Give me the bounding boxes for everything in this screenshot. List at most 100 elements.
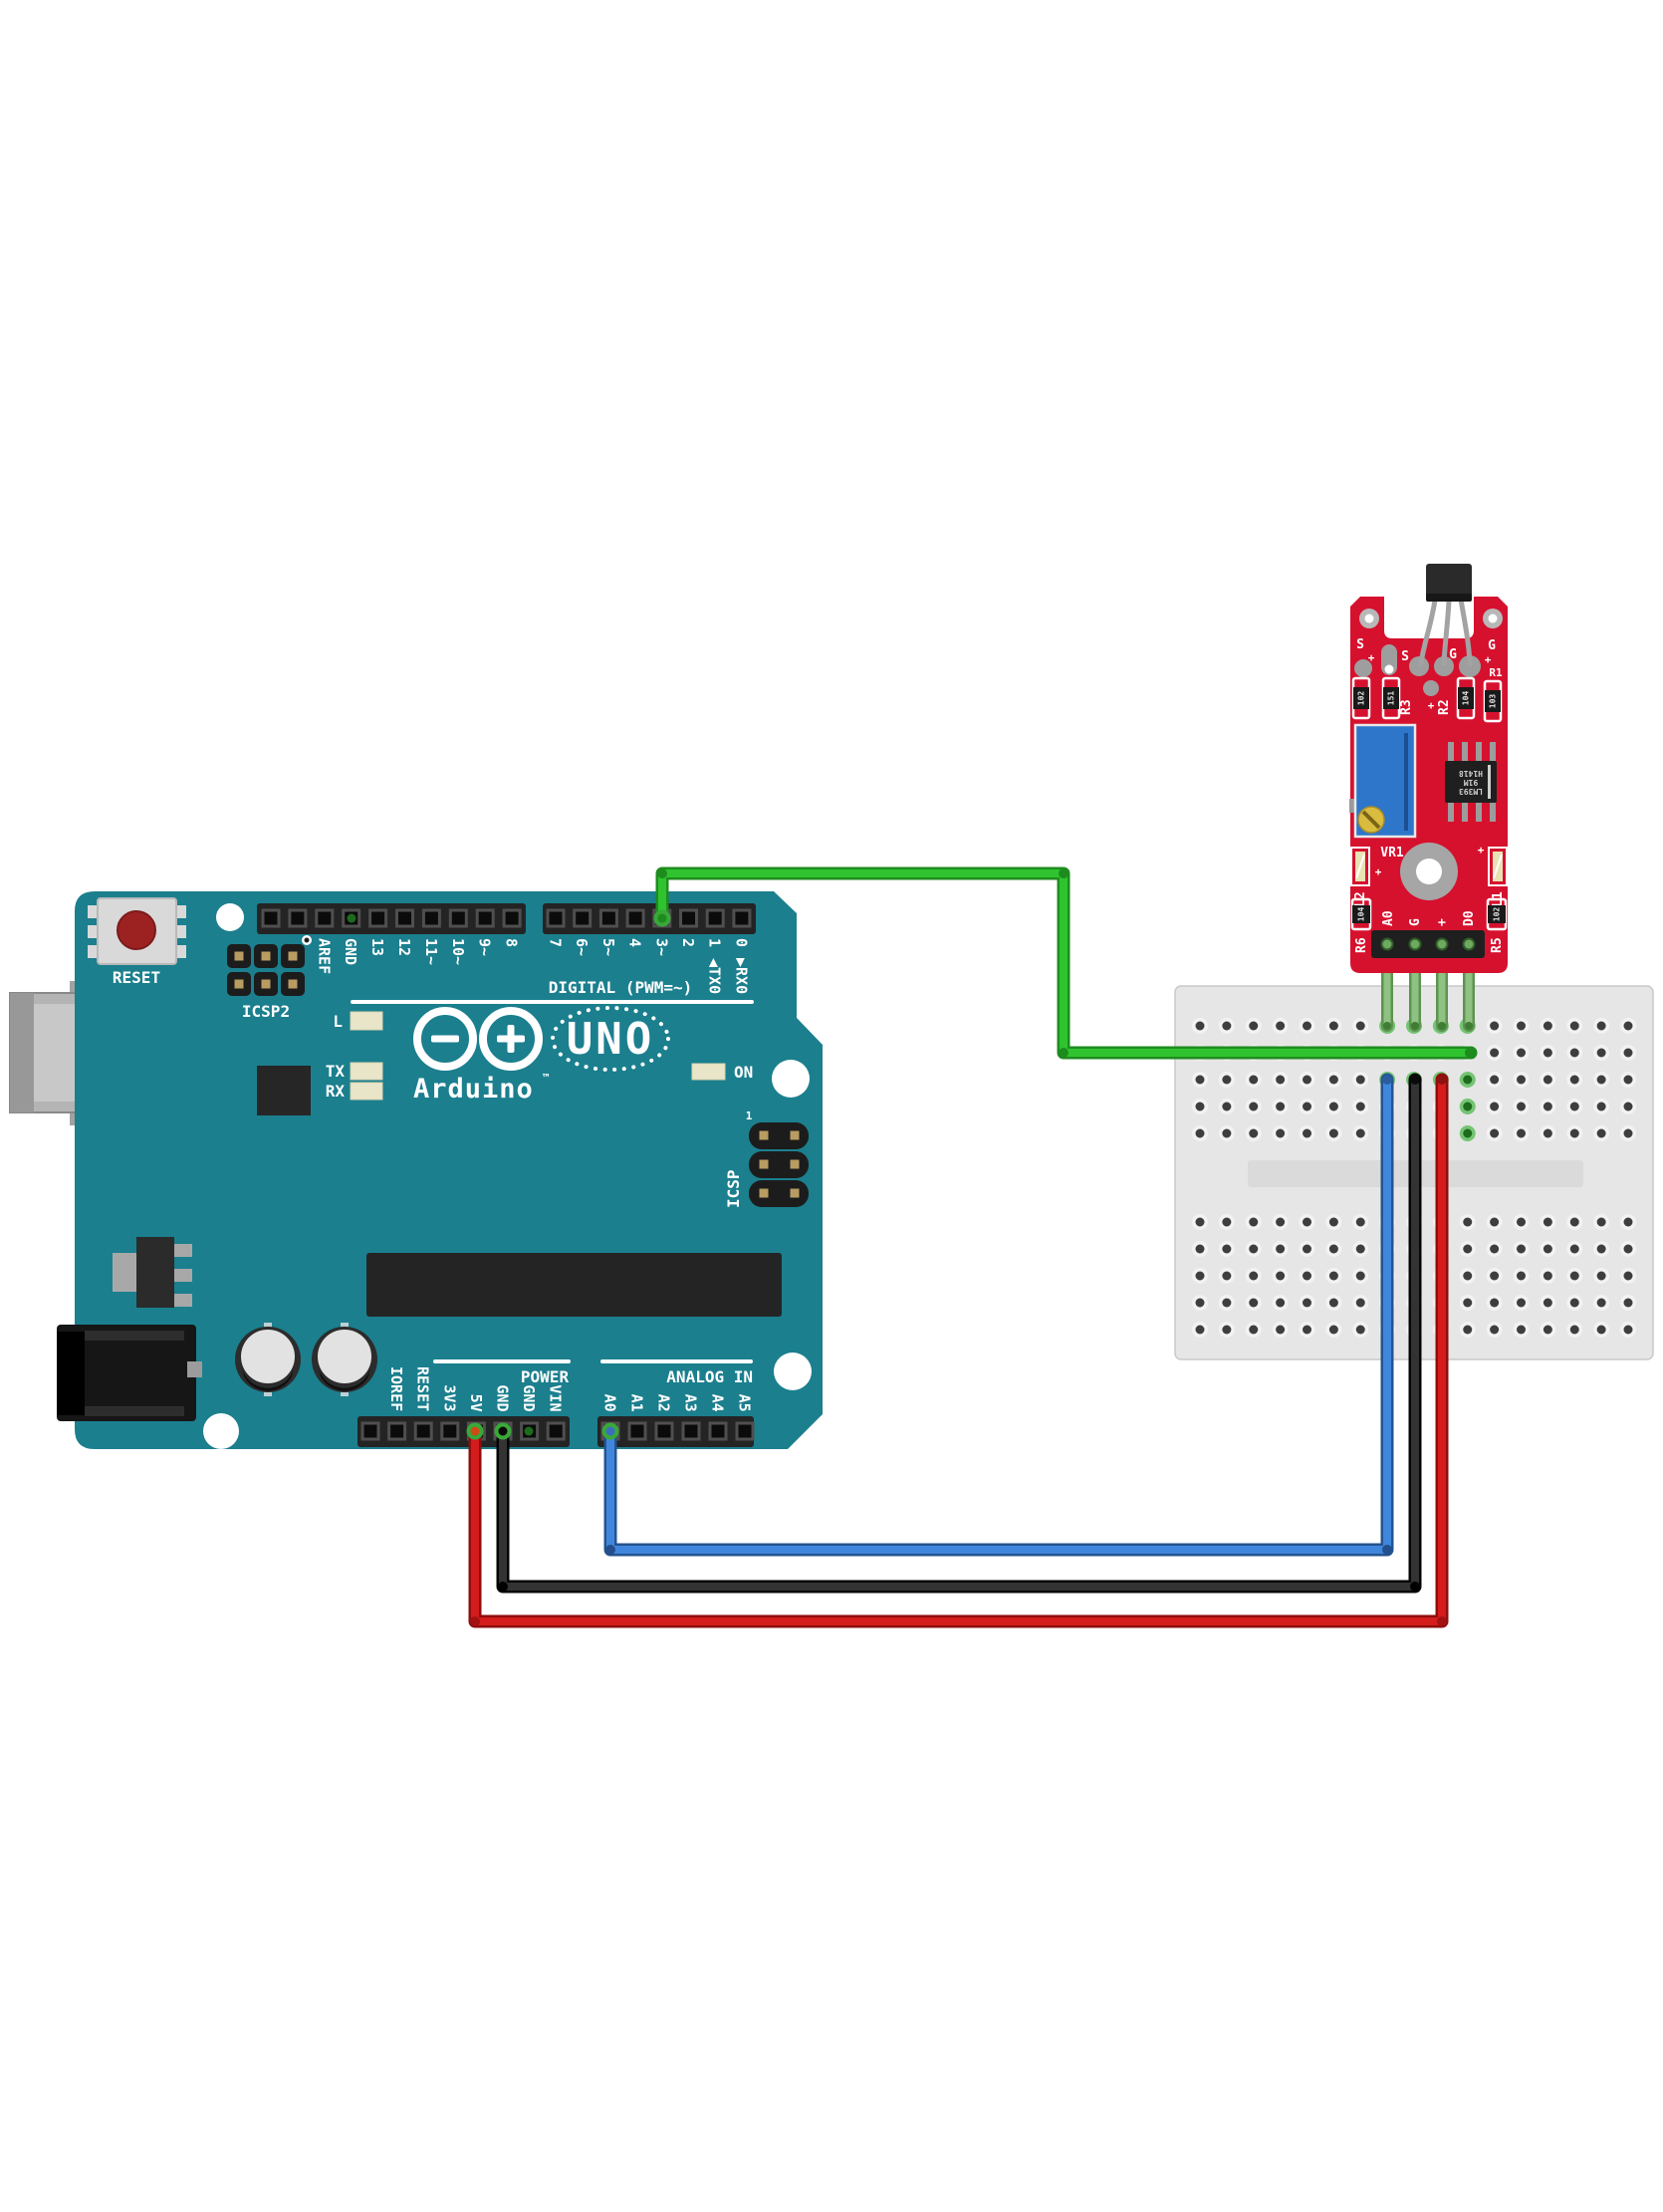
wire-end[interactable]	[1465, 1047, 1477, 1059]
reset-button-cap[interactable]	[117, 910, 156, 950]
wire-end[interactable]	[1437, 1075, 1447, 1085]
breadboard-hole-center	[1249, 1244, 1259, 1254]
wire-bend[interactable]	[498, 1582, 508, 1592]
small-ic-chip	[257, 1066, 311, 1115]
header-pin[interactable]	[360, 1421, 380, 1441]
header-pin[interactable]	[735, 1421, 755, 1441]
pin-label: 5V	[467, 1394, 485, 1412]
icsp-pad[interactable]	[759, 1130, 769, 1140]
breadboard-hole-center	[1328, 1325, 1338, 1335]
breadboard-hole-center	[1517, 1128, 1526, 1138]
header-pin[interactable]	[368, 908, 388, 928]
header-pin[interactable]	[421, 908, 441, 928]
wire-blue-a0[interactable]	[603, 1073, 1394, 1557]
resistor-code: 104	[1462, 691, 1471, 706]
breadboard-hole-center	[1569, 1271, 1579, 1281]
breadboard-hole-center	[1517, 1102, 1526, 1111]
sensor-plus-l2-label: +	[1375, 865, 1382, 878]
header-pin[interactable]	[440, 1421, 460, 1441]
breadboard-hole-center	[1195, 1244, 1205, 1254]
fiducial-dot-center	[304, 937, 310, 943]
pin-label: A5	[736, 1394, 754, 1412]
breadboard-hole-center	[1249, 1217, 1259, 1227]
breadboard-hole-center	[1623, 1271, 1633, 1281]
wire-black-gnd[interactable]	[496, 1073, 1422, 1594]
wire-bend[interactable]	[1382, 1545, 1392, 1555]
capacitor	[235, 1323, 301, 1396]
sensor-r1-label: R1	[1489, 666, 1503, 679]
wire-end[interactable]	[1410, 1075, 1420, 1085]
sensor-header-pin[interactable]	[1408, 937, 1422, 951]
icsp2-pad-gold	[261, 951, 271, 961]
icsp-pad[interactable]	[790, 1130, 800, 1140]
breadboard-hole-center	[1355, 1271, 1365, 1281]
breadboard-hole-center	[1222, 1298, 1232, 1308]
breadboard-hole-center	[1355, 1298, 1365, 1308]
wire-bend[interactable]	[657, 868, 667, 878]
sensor-header-pin[interactable]	[1462, 937, 1476, 951]
header-pin[interactable]	[654, 1421, 674, 1441]
resistor-code: 104	[1357, 907, 1366, 922]
header-pin[interactable]	[315, 908, 335, 928]
header-pin[interactable]	[598, 908, 618, 928]
header-pin[interactable]	[627, 1421, 647, 1441]
icsp-pad[interactable]	[759, 1159, 769, 1169]
icsp-pad[interactable]	[759, 1188, 769, 1198]
pin-label: VIN	[547, 1384, 565, 1411]
icsp-pad[interactable]	[790, 1159, 800, 1169]
header-pin[interactable]	[708, 1421, 728, 1441]
header-pin[interactable]	[288, 908, 308, 928]
header-pin[interactable]	[705, 908, 725, 928]
breadboard-hole-center	[1623, 1244, 1633, 1254]
arduino-logo	[413, 1007, 543, 1071]
pin-label: GND	[342, 938, 359, 965]
header-pin[interactable]	[546, 908, 566, 928]
breadboard-hole-center	[1596, 1325, 1606, 1335]
header-pin[interactable]	[573, 908, 593, 928]
header-pin[interactable]	[395, 908, 414, 928]
wire-bend[interactable]	[1437, 1616, 1447, 1626]
header-pin[interactable]	[625, 908, 645, 928]
wire-bend[interactable]	[1059, 868, 1069, 878]
sensor-plus-l1-label: +	[1478, 844, 1485, 857]
potentiometer[interactable]	[1349, 723, 1417, 839]
header-pin[interactable]	[681, 1421, 701, 1441]
sensor-header-pin[interactable]	[1435, 937, 1449, 951]
sensor-pads	[1354, 644, 1481, 696]
sensor-vr1-label: VR1	[1380, 846, 1404, 860]
sensor-header[interactable]	[1371, 930, 1485, 958]
header-pin[interactable]	[732, 908, 752, 928]
breadboard-hole-center	[1543, 1244, 1552, 1254]
sensor-plus3-label: +	[1428, 699, 1435, 712]
breadboard-hole-center	[1623, 1021, 1633, 1031]
header-pin[interactable]	[546, 1421, 566, 1441]
wire-bend[interactable]	[1059, 1048, 1069, 1058]
sensor-pin-label-g: G	[1408, 918, 1423, 926]
reset-button[interactable]	[88, 897, 186, 965]
header-pin[interactable]	[502, 908, 522, 928]
icsp-pad[interactable]	[790, 1188, 800, 1198]
pin-label: 5~	[599, 938, 617, 956]
hall-sensor-module[interactable]: S + S G G + R1 102 151 R3 + R2 104 103	[1349, 564, 1508, 973]
header-pin[interactable]	[448, 908, 468, 928]
header-pin[interactable]	[413, 1421, 433, 1441]
wire-bend[interactable]	[1410, 1582, 1420, 1592]
smd-resistor: 104	[1456, 676, 1476, 720]
breadboard-hole-center	[1249, 1298, 1259, 1308]
wire-green-d3[interactable]	[655, 866, 1478, 1060]
header-pin[interactable]	[475, 908, 495, 928]
breadboard-hole-center	[1249, 1075, 1259, 1085]
analog-section-label: ANALOG IN	[666, 1367, 753, 1386]
header-pin[interactable]	[679, 908, 698, 928]
header-pin[interactable]	[261, 908, 281, 928]
breadboard-hole-center	[1569, 1048, 1579, 1058]
wire-bend[interactable]	[605, 1545, 615, 1555]
wire-bend[interactable]	[470, 1616, 480, 1626]
wire-red-5v[interactable]	[468, 1073, 1449, 1628]
pin-label: A2	[655, 1394, 673, 1412]
sensor-header-pin[interactable]	[1380, 937, 1394, 951]
wire-end[interactable]	[1382, 1075, 1392, 1085]
header-pin[interactable]	[387, 1421, 407, 1441]
gnd-net-dot	[347, 913, 356, 923]
